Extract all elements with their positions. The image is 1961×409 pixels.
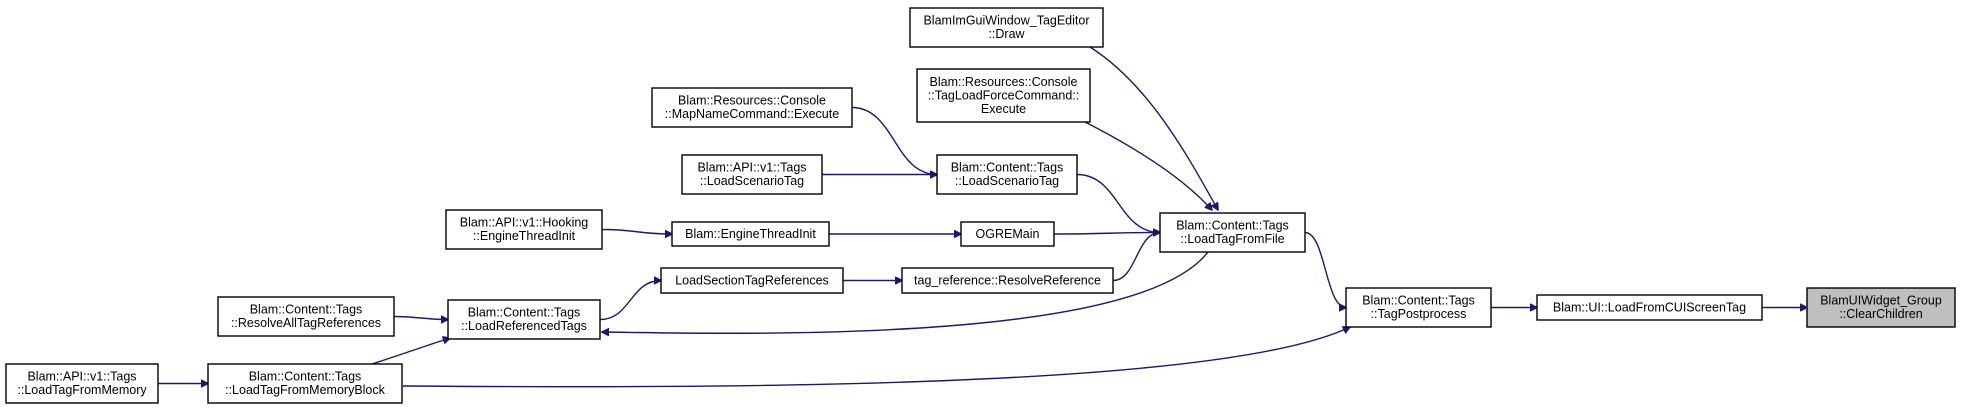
node-box bbox=[1345, 287, 1492, 328]
node-box bbox=[660, 267, 844, 294]
edge-ogremain-to-loadtagfromfile bbox=[1053, 233, 1160, 235]
node-resolveall[interactable]: Blam::Content::Tags::ResolveAllTagRefere… bbox=[217, 296, 395, 337]
node-label-line: Blam::Resources::Console bbox=[930, 75, 1078, 89]
node-label-line: Blam::Content::Tags bbox=[468, 306, 581, 320]
node-label-line: Blam::API::v1::Tags bbox=[27, 370, 136, 384]
edge-layer bbox=[157, 46, 1807, 388]
node-imguidraw[interactable]: BlamImGuiWindow_TagEditor::Draw bbox=[909, 7, 1104, 48]
node-fromblock[interactable]: Blam::Content::Tags::LoadTagFromMemoryBl… bbox=[207, 363, 403, 404]
edge-arrow bbox=[1089, 46, 1218, 210]
node-box bbox=[447, 299, 601, 340]
node-label-line: ::Draw bbox=[988, 27, 1025, 41]
node-loadfromcui[interactable]: Blam::UI::LoadFromCUIScreenTag bbox=[1536, 294, 1763, 321]
node-box bbox=[901, 267, 1114, 294]
edge-arrow bbox=[402, 327, 1350, 388]
edge-resolveall-to-loadreferenced bbox=[393, 317, 448, 320]
edge-loadtagfromfile-to-tagpostprocess bbox=[1304, 231, 1346, 308]
node-hookinginit[interactable]: Blam::API::v1::Hooking::EngineThreadInit bbox=[445, 209, 603, 250]
node-box bbox=[217, 296, 395, 337]
node-box bbox=[5, 363, 159, 404]
node-label-line: Blam::Resources::Console bbox=[678, 94, 826, 108]
node-box bbox=[207, 363, 403, 404]
node-label-line: ::TagPostprocess bbox=[1371, 307, 1467, 321]
edge-hookinginit-to-enginethreadinit bbox=[601, 228, 672, 235]
node-layer: BlamUIWidget_Group::ClearChildren Blam::U… bbox=[5, 7, 1956, 404]
node-label-line: Blam::API::v1::Tags bbox=[697, 161, 806, 175]
node-label-line: Blam::Content::Tags bbox=[250, 303, 363, 317]
node-apifrommemory[interactable]: Blam::API::v1::Tags::LoadTagFromMemory bbox=[5, 363, 159, 404]
node-label-line: ::LoadReferencedTags bbox=[461, 319, 587, 333]
node-resolveref[interactable]: tag_reference::ResolveReference bbox=[901, 267, 1114, 294]
node-box bbox=[960, 221, 1055, 247]
node-label-line: ::EngineThreadInit bbox=[473, 229, 576, 243]
edge-arrow bbox=[602, 251, 1209, 333]
node-label-line: Blam::EngineThreadInit bbox=[685, 227, 816, 241]
node-label-line: Blam::API::v1::Hooking bbox=[460, 216, 589, 230]
node-box bbox=[445, 209, 603, 250]
node-label-line: Execute bbox=[981, 102, 1026, 116]
node-label-line: ::ResolveAllTagReferences bbox=[231, 316, 381, 330]
edge-ctloadscenario-to-loadtagfromfile bbox=[1076, 173, 1160, 233]
node-label-line: Blam::Content::Tags bbox=[249, 370, 362, 384]
node-loadtagfromfile[interactable]: Blam::Content::Tags::LoadTagFromFile bbox=[1159, 212, 1306, 253]
edge-fromblock-to-tagpostprocess bbox=[402, 327, 1350, 388]
node-box bbox=[671, 221, 830, 247]
node-apiloadscenario[interactable]: Blam::API::v1::Tags::LoadScenarioTag bbox=[681, 154, 823, 195]
node-label-line: BlamUIWidget_Group bbox=[1820, 294, 1942, 308]
node-enginethreadinit[interactable]: Blam::EngineThreadInit bbox=[671, 221, 830, 247]
node-box bbox=[1159, 212, 1306, 253]
edge-fromblock-to-loadreferenced bbox=[371, 338, 450, 365]
edge-arrow bbox=[599, 281, 661, 321]
edge-arrow bbox=[1084, 121, 1212, 210]
edge-arrow bbox=[601, 228, 672, 235]
node-label-line: ::LoadTagFromFile bbox=[1180, 232, 1284, 246]
edge-imguidraw-to-loadtagfromfile bbox=[1089, 46, 1218, 210]
node-box bbox=[916, 68, 1091, 123]
edge-arrow bbox=[371, 338, 450, 365]
node-label-line: LoadSectionTagReferences bbox=[675, 273, 829, 287]
node-box bbox=[1536, 294, 1763, 321]
node-label-line: Blam::Content::Tags bbox=[951, 161, 1064, 175]
edge-arrow bbox=[393, 317, 448, 320]
node-label-line: Blam::Content::Tags bbox=[1176, 219, 1289, 233]
edge-arrow bbox=[1304, 231, 1346, 308]
node-label-line: ::ClearChildren bbox=[1839, 307, 1922, 321]
node-loadreferenced[interactable]: Blam::Content::Tags::LoadReferencedTags bbox=[447, 299, 601, 340]
node-ogremain[interactable]: OGREMain bbox=[960, 221, 1055, 247]
node-label-line: tag_reference::ResolveReference bbox=[914, 273, 1101, 287]
node-label-line: Blam::Content::Tags bbox=[1362, 294, 1475, 308]
node-label-line: ::TagLoadForceCommand:: bbox=[928, 88, 1079, 102]
node-label-line: OGREMain bbox=[976, 227, 1040, 241]
edge-arrow bbox=[1076, 173, 1160, 233]
edge-loadreferenced-to-loadsection bbox=[599, 281, 661, 321]
node-mapname[interactable]: Blam::Resources::Console::MapNameCommand… bbox=[651, 87, 853, 128]
node-clearchildren: BlamUIWidget_Group::ClearChildren bbox=[1806, 287, 1956, 328]
edge-arrow bbox=[851, 106, 937, 175]
edge-arrow bbox=[1112, 233, 1160, 282]
node-box bbox=[936, 154, 1078, 195]
node-label-line: ::LoadScenarioTag bbox=[700, 174, 804, 188]
node-label-line: ::LoadScenarioTag bbox=[955, 174, 1059, 188]
edge-arrow bbox=[1053, 233, 1160, 235]
edge-resolveref-to-loadtagfromfile bbox=[1112, 233, 1160, 282]
node-tagloadforce[interactable]: Blam::Resources::Console::TagLoadForceCo… bbox=[916, 68, 1091, 123]
node-label-line: BlamImGuiWindow_TagEditor bbox=[923, 14, 1089, 28]
edge-tagloadforce-to-loadtagfromfile bbox=[1084, 121, 1212, 210]
edge-loadtagfromfile-to-loadreferenced bbox=[602, 251, 1209, 333]
node-label-line: ::LoadTagFromMemoryBlock bbox=[225, 383, 386, 397]
node-box bbox=[1806, 287, 1956, 328]
node-label-line: Blam::UI::LoadFromCUIScreenTag bbox=[1553, 300, 1746, 314]
edge-mapname-to-ctloadscenario bbox=[851, 106, 937, 175]
node-box bbox=[681, 154, 823, 195]
node-box bbox=[909, 7, 1104, 48]
node-tagpostprocess[interactable]: Blam::Content::Tags::TagPostprocess bbox=[1345, 287, 1492, 328]
node-ctloadscenario[interactable]: Blam::Content::Tags::LoadScenarioTag bbox=[936, 154, 1078, 195]
node-label-line: ::MapNameCommand::Execute bbox=[665, 107, 839, 121]
node-box bbox=[651, 87, 853, 128]
node-label-line: ::LoadTagFromMemory bbox=[17, 383, 147, 397]
node-loadsection[interactable]: LoadSectionTagReferences bbox=[660, 267, 844, 294]
